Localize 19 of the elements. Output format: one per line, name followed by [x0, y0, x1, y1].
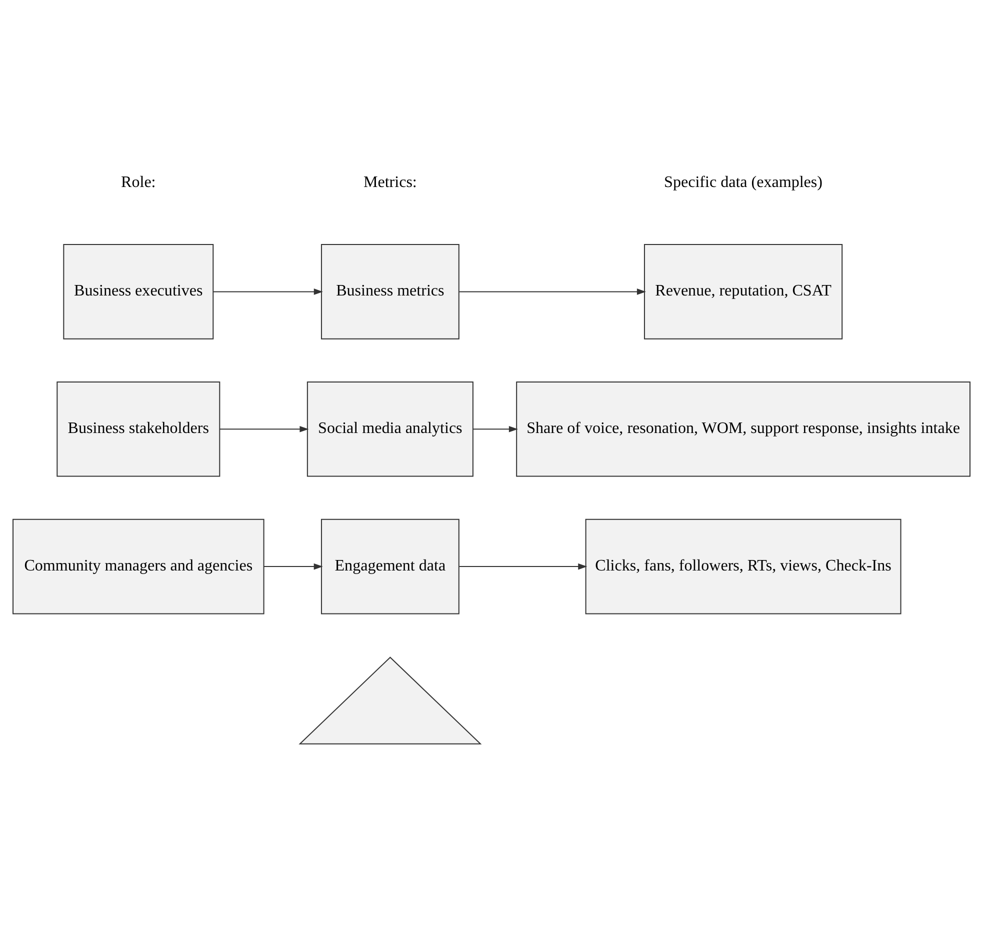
- label: Metrics:: [362, 174, 416, 192]
- node-box: Clicks, fans, followers, RTs, views, Check-Ins: [584, 518, 901, 614]
- arrow: [472, 426, 518, 432]
- node-box: Business executives: [62, 244, 214, 340]
- node-box: Share of voice, resonation, WOM, support response, insights intake: [516, 381, 970, 477]
- node-box: Business metrics: [320, 244, 459, 340]
- node-box: Business stakeholders: [56, 381, 220, 477]
- arrow: [219, 426, 308, 432]
- arrow: [212, 288, 322, 295]
- arrow: [458, 288, 646, 295]
- label: Role:: [120, 174, 156, 192]
- node-box: Engagement data: [320, 518, 459, 614]
- node-triangle: [298, 656, 482, 744]
- node-box: Social media analytics: [306, 381, 473, 477]
- label: Specific data (examples): [664, 174, 822, 192]
- arrow: [458, 563, 587, 570]
- node-box: Revenue, reputation, CSAT: [643, 244, 842, 340]
- arrow: [263, 563, 322, 570]
- node-box: Community managers and agencies: [12, 518, 264, 614]
